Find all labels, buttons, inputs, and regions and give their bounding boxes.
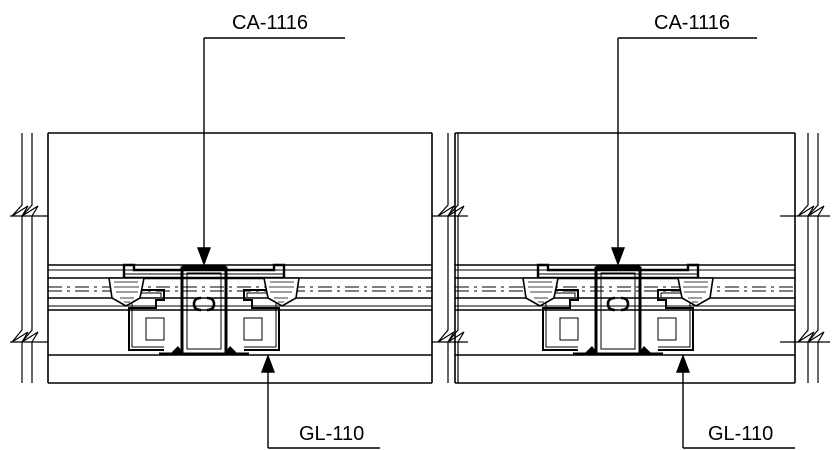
callout-gl-110: GL-110 [708, 423, 773, 445]
break-line-left [10, 133, 48, 383]
leader-top [610, 37, 757, 266]
panel-outline [47, 132, 433, 384]
detail-1: CA-1116 GL-110 [10, 12, 468, 449]
callout-ca-1116: CA-1116 [232, 12, 308, 34]
break-line-right [780, 133, 830, 383]
callout-gl-110: GL-110 [299, 423, 364, 445]
detail-2: CA-1116 GL-110 [454, 12, 830, 449]
panel-outline [454, 132, 796, 384]
glass-layers [48, 264, 432, 311]
leader-bottom [675, 354, 795, 449]
leader-bottom [260, 354, 380, 449]
break-line-right [432, 133, 468, 383]
leader-top [196, 37, 345, 266]
glass-layers [455, 264, 795, 311]
callout-ca-1116: CA-1116 [654, 12, 730, 34]
